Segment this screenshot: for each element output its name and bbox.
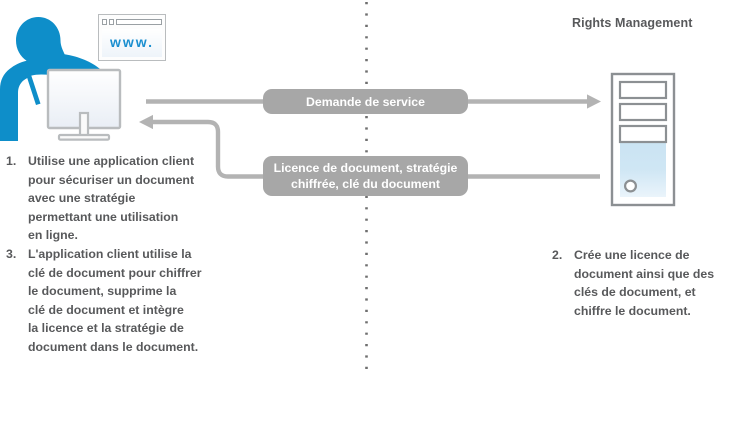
step-number: 3. bbox=[6, 246, 17, 261]
list-item: 1. Utilise une application client pour s… bbox=[4, 152, 240, 245]
flow-arrow-request bbox=[146, 94, 601, 109]
step-line: Utilise une application client bbox=[28, 154, 195, 168]
list-item: 2. Crée une licence de document ainsi qu… bbox=[548, 246, 748, 320]
desktop-monitor-icon bbox=[46, 68, 122, 141]
browser-content: www. bbox=[102, 29, 162, 57]
flow-label-request-text: Demande de service bbox=[306, 94, 425, 109]
browser-address-bar bbox=[116, 19, 162, 25]
step-line: clé de document et intègre bbox=[28, 302, 184, 317]
step-line: Crée une licence de bbox=[574, 248, 690, 262]
flow-label-request: Demande de service bbox=[263, 89, 468, 114]
list-item: 3. L'application client utilise la clé d… bbox=[4, 245, 240, 357]
step-line: avec une stratégie bbox=[28, 191, 136, 206]
step-text: Utilise une application client pour sécu… bbox=[28, 152, 194, 245]
browser-button-icon bbox=[102, 19, 107, 25]
flow-label-response: Licence de document, stratégie chiffrée,… bbox=[263, 156, 468, 196]
step-number: 1. bbox=[6, 154, 17, 168]
step-line: permettant une utilisation bbox=[28, 209, 179, 224]
browser-window-icon: www. bbox=[98, 14, 166, 61]
step-line: pour sécuriser un document bbox=[28, 172, 195, 187]
server-tower-icon bbox=[610, 72, 676, 207]
flow-label-response-line2: chiffrée, clé du document bbox=[291, 177, 440, 191]
step-text: Crée une licence de document ainsi que d… bbox=[574, 246, 714, 320]
flow-label-response-line1: Licence de document, stratégie bbox=[273, 161, 458, 175]
person-silhouette-icon bbox=[0, 17, 100, 141]
step-line: la licence et la stratégie de bbox=[28, 321, 184, 336]
step-line: L'application client utilise la bbox=[28, 246, 192, 261]
steps-right-list: 2. Crée une licence de document ainsi qu… bbox=[548, 246, 748, 320]
step-line: en ligne. bbox=[28, 228, 78, 243]
steps-left-list: 1. Utilise une application client pour s… bbox=[4, 152, 240, 357]
browser-toolbar bbox=[102, 18, 162, 26]
rights-management-title: Rights Management bbox=[572, 16, 693, 30]
step-line: document dans le document. bbox=[28, 339, 199, 354]
step-line: chiffre le document. bbox=[574, 303, 691, 318]
browser-url-text: www. bbox=[109, 34, 155, 50]
step-line: document ainsi que des bbox=[574, 266, 715, 281]
step-line: clé de document pour chiffrer bbox=[28, 265, 202, 280]
step-number: 2. bbox=[552, 248, 563, 262]
flow-arrow-response bbox=[139, 114, 600, 179]
browser-button-icon bbox=[109, 19, 114, 25]
step-line: le document, supprime la bbox=[28, 284, 177, 299]
step-line: clés de document, et bbox=[574, 285, 696, 300]
step-text: L'application client utilise la clé de d… bbox=[28, 245, 202, 357]
